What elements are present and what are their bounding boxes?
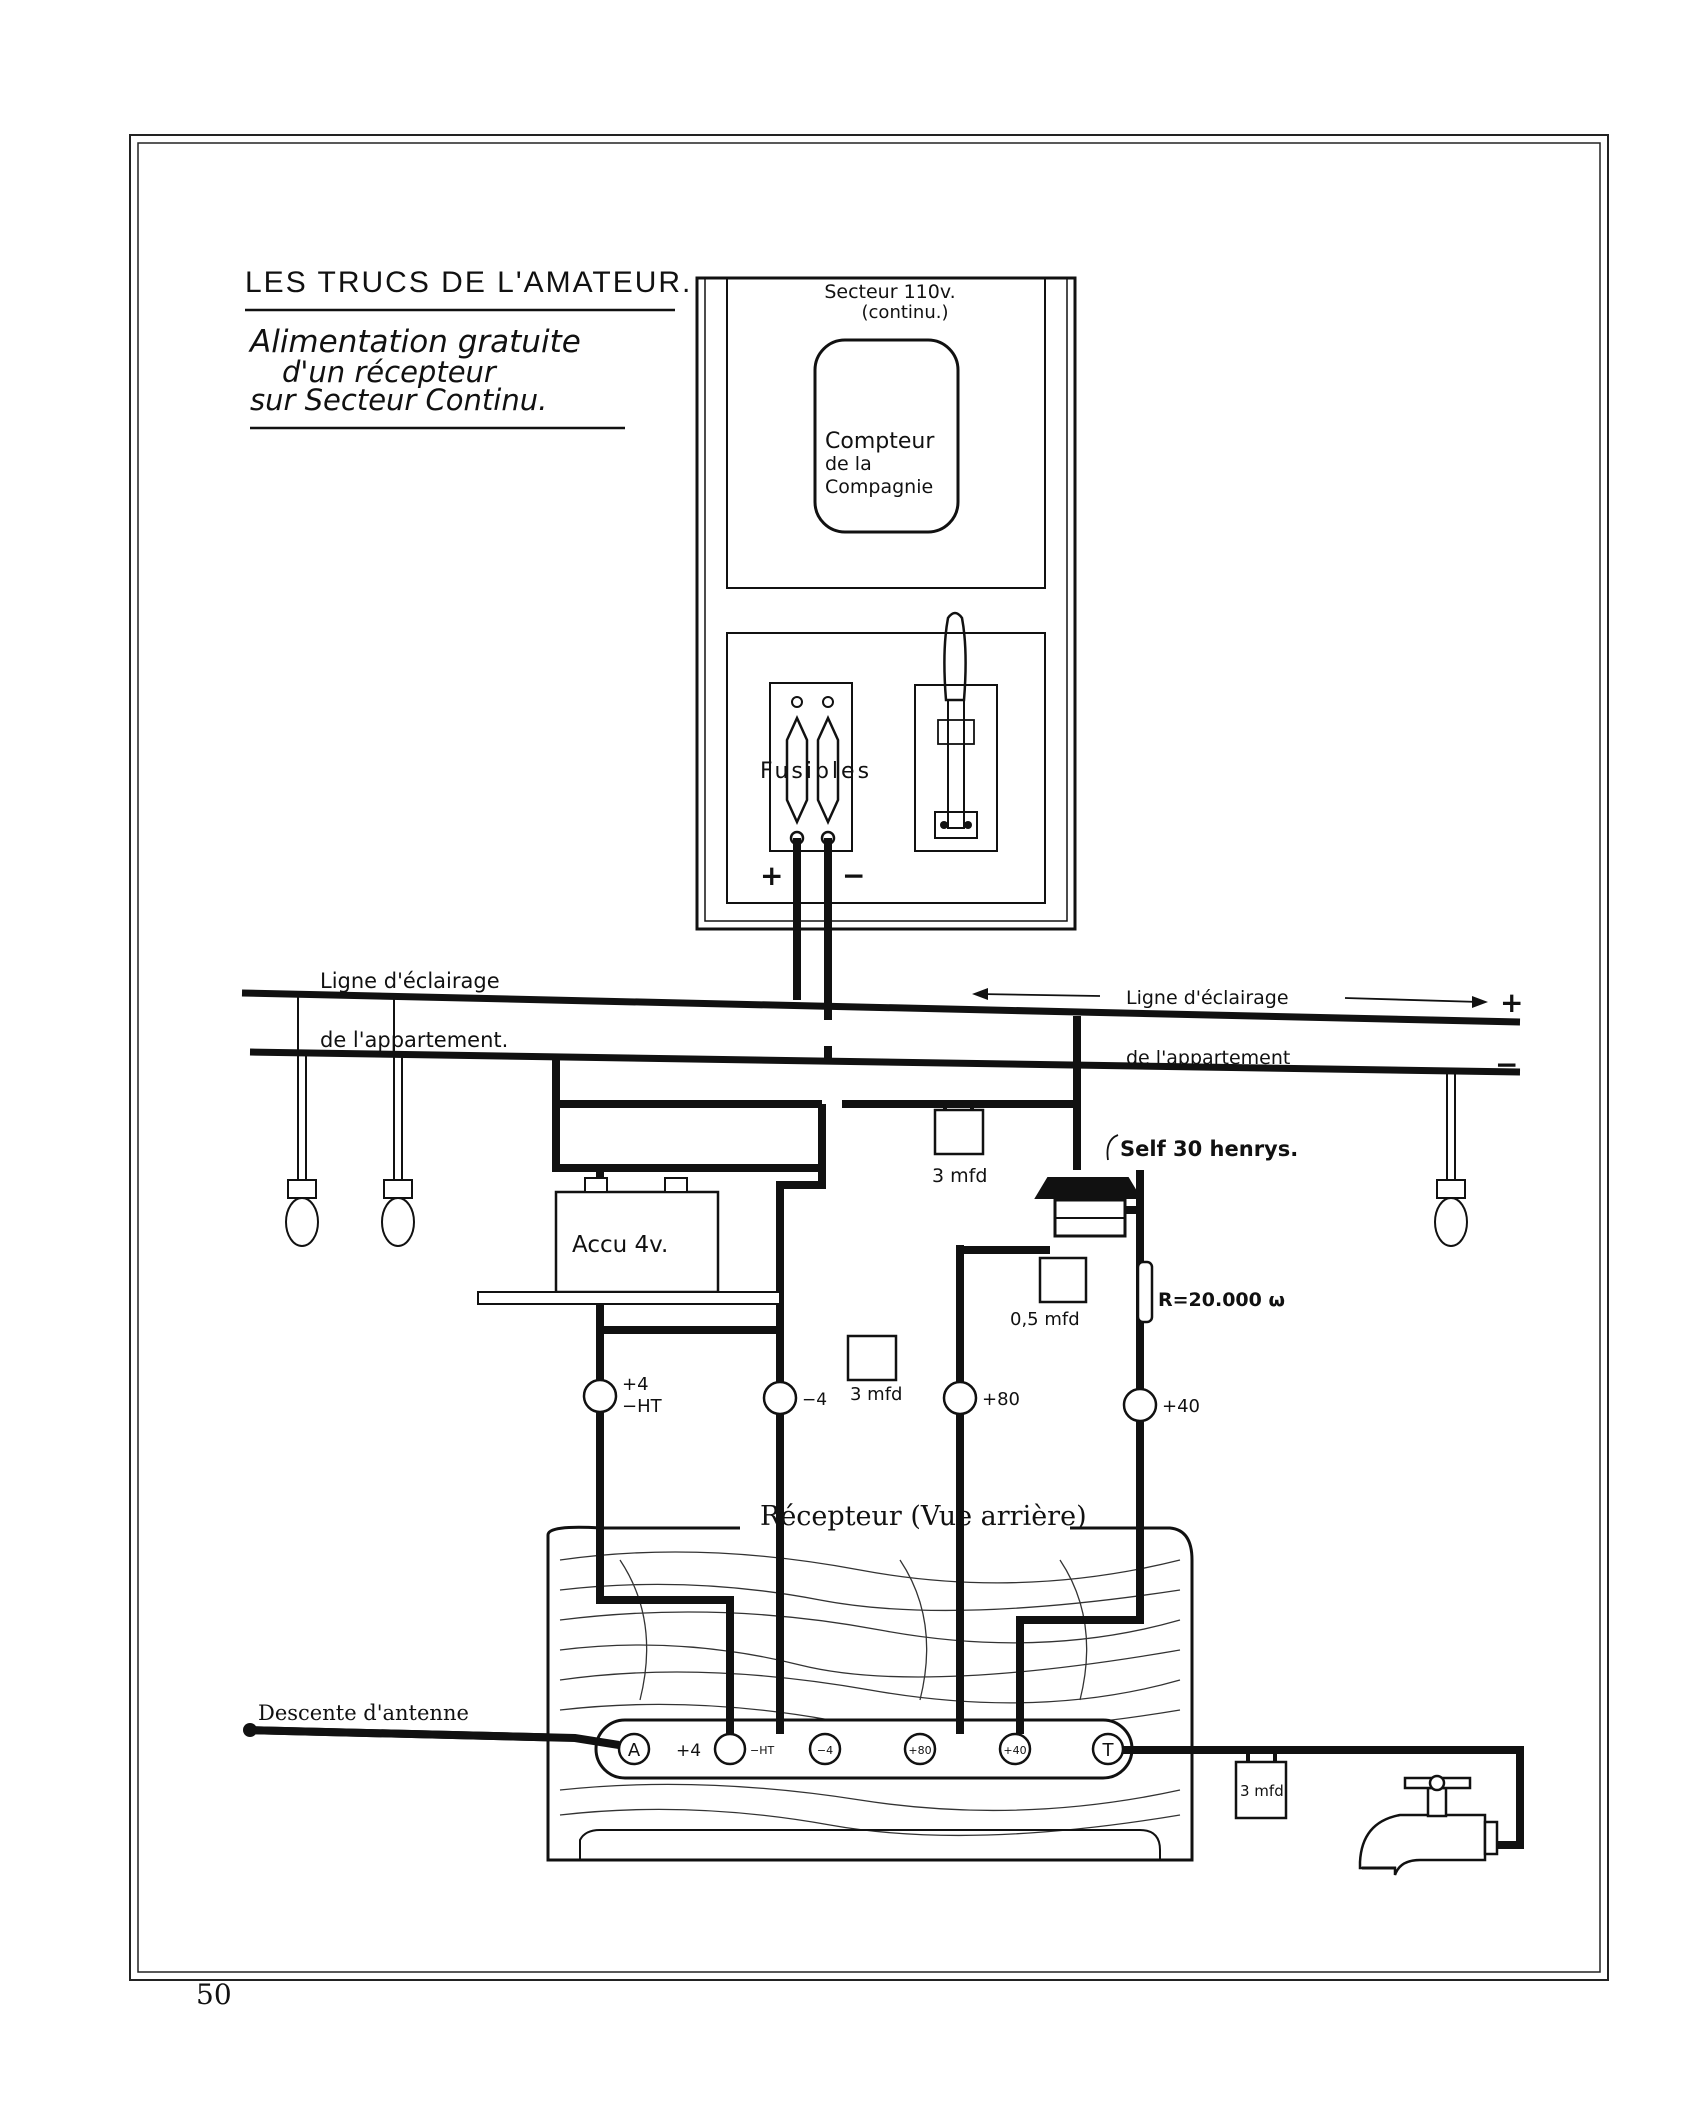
choke-self: Self 30 henrys. xyxy=(1034,1134,1298,1238)
supply-type-label: (continu.) xyxy=(862,302,949,323)
lighting-line-plus xyxy=(241,989,1521,1026)
capacitor-05: 0,5 mfd xyxy=(1010,1256,1088,1330)
receiver-cabinet: Récepteur (Vue arrière) A +4 −HT −4 +80 … xyxy=(546,1500,1194,1862)
subtitle-line-3: sur Secteur Continu. xyxy=(250,383,547,417)
terminal-plus80: +80 xyxy=(942,1380,1020,1416)
meter-panel: Secteur 110v. (continu.) Compteur de la … xyxy=(695,276,1077,931)
outer-frame xyxy=(129,134,1609,1981)
subtitle-line-1: Alimentation gratuite xyxy=(248,324,581,360)
lighting-left-label-2: de l'appartement. xyxy=(320,1028,508,1052)
terminal-plus80-label: +80 xyxy=(982,1389,1020,1410)
lighting-right-label-2: de l'appartement xyxy=(1126,1047,1290,1069)
capacitor-top: 3 mfd xyxy=(932,1104,987,1187)
fuses-label: Fusibles xyxy=(760,759,872,784)
receiver-term-40: +40 xyxy=(1003,1744,1026,1757)
fuse-minus-label: − xyxy=(842,859,865,892)
lighting-lines: Ligne d'éclairage de l'appartement. Lign… xyxy=(241,969,1523,1081)
supply-label: Secteur 110v. xyxy=(824,281,955,303)
terminal-ht-label: −HT xyxy=(622,1396,663,1417)
capacitor-top-label: 3 mfd xyxy=(932,1165,987,1187)
shelf xyxy=(477,1291,781,1305)
lighting-line-minus xyxy=(249,1048,1521,1076)
capacitor-mid-label: 3 mfd xyxy=(850,1384,902,1405)
receiver-term-80: +80 xyxy=(908,1744,931,1757)
receiver-wiring xyxy=(244,1412,1524,1849)
fuse-plus-label: + xyxy=(760,859,783,892)
receiver-term-plus4: +4 xyxy=(676,1741,701,1761)
main-switch xyxy=(914,684,998,852)
resistor: R=20.000 ω xyxy=(1136,1260,1285,1324)
fuse-left xyxy=(785,714,809,826)
antenna-lead-end xyxy=(243,1723,257,1737)
capacitor-earth: 3 mfd xyxy=(1234,1750,1288,1820)
line-minus-sign: − xyxy=(1495,1048,1518,1081)
terminal-plus4-ht: +4 −HT xyxy=(582,1374,663,1417)
switch-compartment xyxy=(726,632,1046,904)
terminal-minus4-label: −4 xyxy=(802,1390,827,1410)
capacitor-mid: 3 mfd xyxy=(846,1334,902,1405)
receiver-term-t: T xyxy=(1102,1740,1115,1761)
meter-label-3: Compagnie xyxy=(825,476,933,498)
lamp-3 xyxy=(1434,1072,1468,1247)
receiver-term-a: A xyxy=(628,1740,641,1761)
fuse-right xyxy=(816,714,840,826)
meter-label-2: de la xyxy=(825,453,872,475)
fuse-block xyxy=(769,682,853,852)
choke-label: Self 30 henrys. xyxy=(1120,1137,1298,1161)
receiver-title: Récepteur (Vue arrière) xyxy=(760,1501,1087,1532)
meter-compartment xyxy=(726,277,1046,589)
capacitor-05-label: 0,5 mfd xyxy=(1010,1309,1080,1330)
terminal-plus40: +40 xyxy=(1122,1387,1200,1423)
accumulator-label: Accu 4v. xyxy=(572,1232,668,1258)
inner-frame xyxy=(137,142,1601,1973)
switch-handle xyxy=(943,611,967,702)
meter-body xyxy=(813,338,960,534)
meter-label-1: Compteur xyxy=(825,429,935,454)
capacitor-earth-label: 3 mfd xyxy=(1240,1782,1284,1800)
lighting-right-label-1: Ligne d'éclairage xyxy=(1126,987,1289,1009)
line-plus-sign: + xyxy=(1500,986,1523,1019)
terminal-plus40-label: +40 xyxy=(1162,1396,1200,1417)
lamp-1 xyxy=(285,993,319,1247)
lighting-left-label-1: Ligne d'éclairage xyxy=(320,969,500,993)
terminal-plus4-label: +4 xyxy=(622,1374,649,1395)
accumulator: Accu 4v. xyxy=(477,1177,781,1305)
subtitle-line-2: d'un récepteur xyxy=(282,355,498,389)
diagram-title: LES TRUCS DE L'AMATEUR. xyxy=(245,266,692,299)
page-number: 50 xyxy=(196,1978,232,2011)
receiver-term-ht: −HT xyxy=(750,1744,774,1757)
resistor-label: R=20.000 ω xyxy=(1158,1289,1285,1311)
water-tap xyxy=(1358,1774,1499,1876)
terminal-minus4: −4 xyxy=(762,1380,827,1416)
antenna-label: Descente d'antenne xyxy=(258,1701,469,1725)
receiver-term-minus4: −4 xyxy=(817,1744,833,1757)
lamp-2 xyxy=(381,995,415,1247)
